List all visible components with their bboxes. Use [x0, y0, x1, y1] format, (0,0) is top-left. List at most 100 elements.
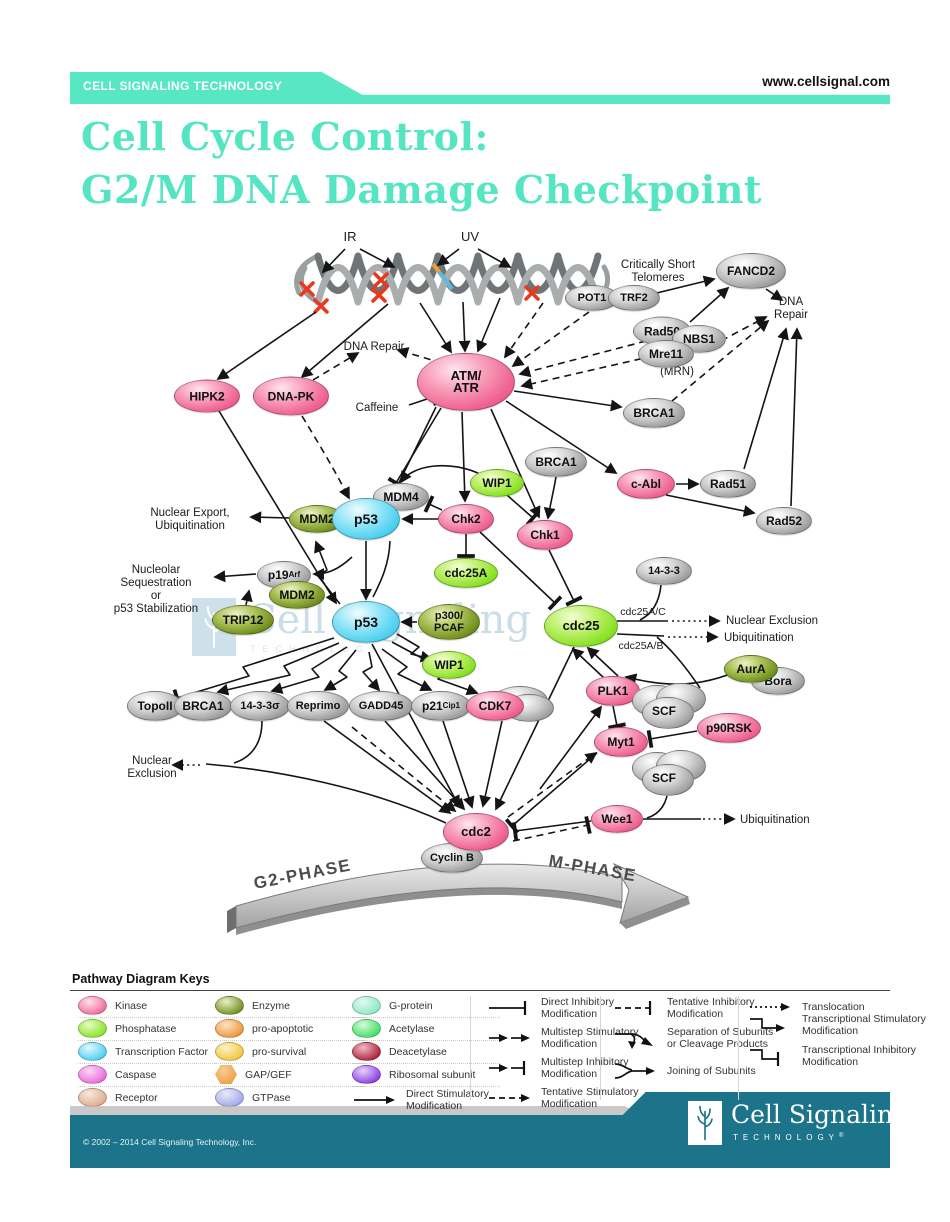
legend-item-gap-gef: GAP/GEF — [215, 1065, 389, 1084]
legend-multiarrow-icon — [489, 1034, 530, 1042]
label-cdc25ac: cdc25A/C — [620, 606, 666, 618]
legend-zigtbar-icon — [750, 1049, 780, 1066]
edge-Rad52-to-DNA-repair — [790, 327, 803, 507]
legend-item-label: Receptor — [115, 1091, 158, 1104]
legend-item-pro-apoptotic: pro-apoptotic — [215, 1019, 389, 1038]
company-logo: Cell Signaling TECHNOLOGY® — [688, 1101, 909, 1145]
edge-Chk1-to-cdc25 — [548, 549, 583, 607]
edge-p53-lower-to-cdc2 — [371, 643, 460, 808]
legend-prosurvival-shape — [215, 1042, 244, 1061]
legend-title: Pathway Diagram Keys — [72, 972, 210, 986]
edge-UV-to-DNA — [436, 248, 460, 267]
edge-p53-lower-to-TopoII — [172, 637, 335, 707]
edge-DNA-damage-to-ATM-ATR — [458, 301, 471, 353]
legend-ribosomal-shape — [352, 1065, 381, 1084]
brand-name: CELL SIGNALING TECHNOLOGY — [83, 79, 283, 93]
edge-MRN-to-ATM-ATR — [518, 340, 647, 378]
legend-row-separator — [78, 1086, 233, 1087]
legend-item-label: Transcriptional Stimulatory Modification — [802, 1013, 926, 1037]
legend-row-separator — [215, 1063, 365, 1064]
edge-Caffeine-to-ATM-ATR — [408, 388, 438, 406]
edge-p53-lower-to-14-3-3s — [270, 646, 348, 694]
footer-gray-strip — [70, 1106, 642, 1115]
legend-item-gtpase: GTPase — [215, 1088, 389, 1107]
damage-x-icon — [313, 298, 329, 314]
legend-item-acetylase: Acetylase — [352, 1019, 524, 1038]
edge-DNA-PK-to-p53-upper — [301, 415, 350, 500]
legend-row-separator — [352, 1063, 500, 1064]
edge-p53-upper-to-join — [372, 540, 391, 598]
edge-MDM2-a-to-nuclear-export — [249, 511, 290, 524]
legend-item-kinase: Kinase — [78, 996, 257, 1015]
legend-item-ribosomal-subunit: Ribosomal subunit — [352, 1065, 524, 1084]
header: CELL SIGNALING TECHNOLOGY www.cellsignal… — [0, 0, 950, 110]
edge-p21Cip1-to-cdc2 — [442, 720, 475, 809]
dna-damage-marks — [299, 272, 540, 314]
damage-x-icon — [371, 287, 387, 303]
legend-item-label: Acetylase — [389, 1022, 435, 1035]
edge-ATM-ATR-to-DNA-repair-left — [396, 347, 443, 364]
edge-DNA-damage-to-DNA-PK — [300, 303, 389, 379]
legend-item-label: Ribosomal subunit — [389, 1068, 476, 1081]
legend-item-label: Translocation — [802, 1001, 865, 1013]
label-ir: IR — [344, 229, 357, 244]
edge-WIP1-upper-to-Chk1 — [506, 494, 541, 526]
legend-row-separator — [352, 1017, 500, 1018]
legend-item-label: Tentative Stimulatory Modification — [541, 1086, 639, 1110]
damage-x-icon — [373, 272, 389, 288]
legend-item-translocation: Translocation — [748, 996, 942, 1018]
edge-ATM-ATR-to-BRCA1-top — [513, 390, 623, 412]
legend-gprotein-shape — [352, 996, 381, 1015]
legend-item-separation-of-subunits-or-cleavage-products: Separation of Subunits or Cleavage Produ… — [613, 1026, 785, 1050]
legend-item-enzyme: Enzyme — [215, 996, 389, 1015]
legend-item-label: Kinase — [115, 999, 148, 1012]
legend-caspase-shape — [78, 1065, 107, 1084]
logo-tree-icon — [688, 1101, 722, 1145]
legend-receptor-shape — [78, 1088, 107, 1107]
edge-IR-to-DNA — [321, 248, 346, 274]
edge-GADD45-to-cdc2 — [384, 720, 466, 811]
edge-ATM-ATR-to-c-Abl — [505, 400, 618, 474]
edge-SCF-upper-to-join — [656, 636, 701, 689]
label-uv: UV — [461, 229, 479, 244]
legend-arrow-icon — [354, 1096, 395, 1104]
legend-divider — [70, 990, 890, 991]
legend-gapgef-shape — [215, 1065, 237, 1084]
damage-x-icon — [524, 285, 540, 301]
legend-item-g-protein: G-protein — [352, 996, 524, 1015]
edge-PLK1-to-cdc25 — [571, 647, 605, 679]
edge-Chk2-to-MDM4 — [423, 495, 443, 513]
legend-item-label: Transcription Factor — [115, 1045, 208, 1058]
legend-item-label: GTPase — [252, 1091, 291, 1104]
legend-item-label: Joining of Subunits — [667, 1065, 756, 1077]
logo-subtext: TECHNOLOGY® — [733, 1133, 844, 1142]
watermark-subtext: TECHNOLOGY — [250, 644, 384, 654]
website-link[interactable]: www.cellsignal.com — [762, 74, 890, 89]
legend-item-phosphatase: Phosphatase — [78, 1019, 257, 1038]
edge-WIP1-upper-to-MDM4 — [400, 464, 483, 484]
legend-deacetylase-shape — [352, 1042, 381, 1061]
dna-helix — [294, 252, 611, 306]
legend-item-label: G-protein — [389, 999, 433, 1012]
legend-enzyme-shape — [215, 996, 244, 1015]
legend-item-label: Multistep Inhibitory Modification — [541, 1056, 629, 1080]
edge-p90RSK-to-Myt1 — [646, 730, 698, 748]
legend-column-divider — [600, 996, 601, 1100]
edge-IR-to-DNA — [359, 248, 396, 268]
edge-Wee1-to-cdc2 — [511, 820, 592, 840]
legend-dotarrow-icon — [750, 1003, 790, 1011]
legend-item-tentative-inhibitory-modification: Tentative Inhibitory Modification — [613, 996, 785, 1020]
legend-item-multistep-stimulatory-modification: Multistep Stimulatory Modification — [487, 1026, 671, 1050]
edge-DNA-damage-to-ATM-ATR — [419, 302, 452, 354]
legend-item-transcription-factor: Transcription Factor — [78, 1042, 257, 1061]
edge-p53-lower-to-CDK7 — [391, 641, 479, 696]
legend-dasharrow-icon — [489, 1094, 530, 1102]
legend-column-divider — [738, 996, 739, 1100]
edge-p53-lower-to-WIP1-lower — [396, 633, 433, 663]
legend-item-label: GAP/GEF — [245, 1068, 292, 1081]
